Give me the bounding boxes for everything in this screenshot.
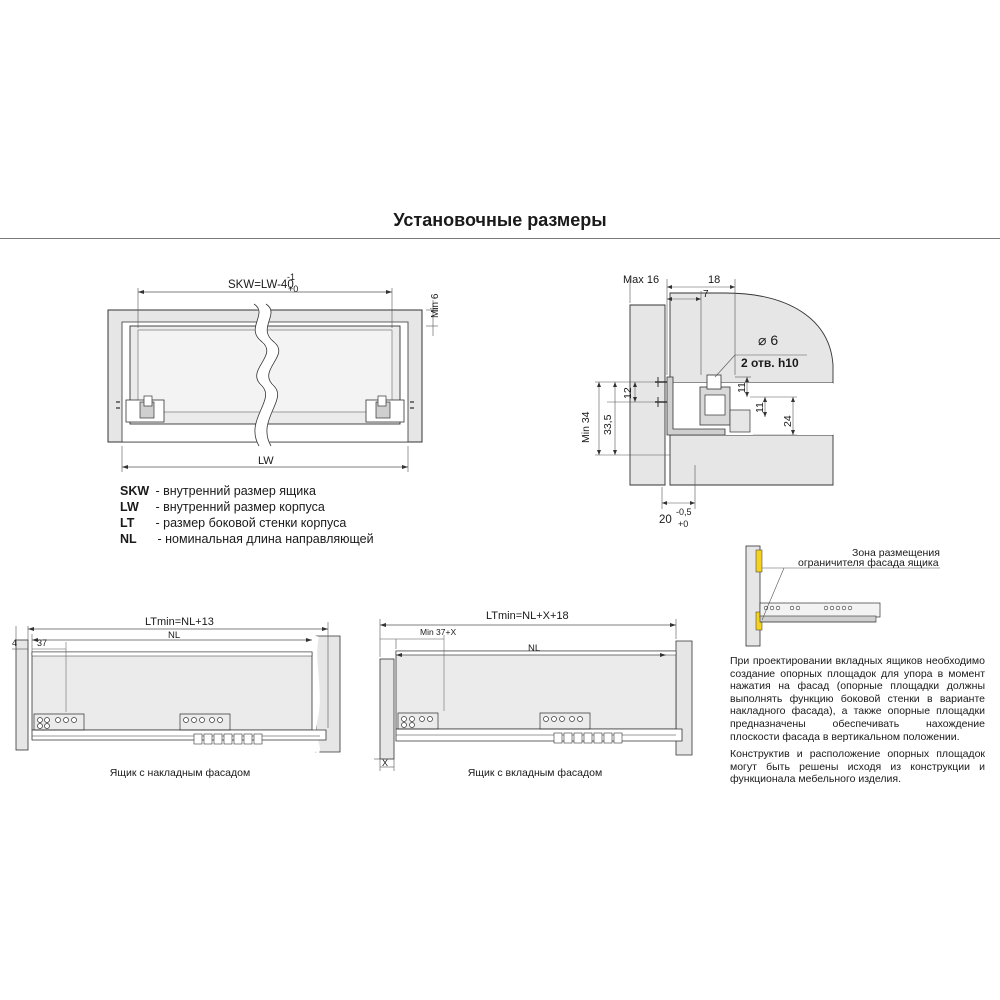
limiter-zone-diagram: Зона размещения ограничителя фасада ящик… xyxy=(745,545,940,647)
dim-11-upper: 11 xyxy=(736,382,748,393)
runner-left xyxy=(125,395,165,423)
dim-4: 4 xyxy=(12,638,17,648)
dim-min37x: Min 37+X xyxy=(420,627,456,637)
dim-ltmin: LTmin=NL+13 xyxy=(145,616,214,628)
dim-x: X xyxy=(382,758,388,768)
limiter-label-2: ограничителя фасада ящика xyxy=(798,557,939,569)
dim-33-5: 33,5 xyxy=(602,414,614,435)
dim-7: 7 xyxy=(703,289,709,300)
dim-min34: Min 34 xyxy=(580,411,592,443)
cabinet-side-wall xyxy=(629,304,666,486)
legend-item-nl: NL - номинальная длина направляющей xyxy=(120,532,374,546)
dim-max16: Max 16 xyxy=(623,274,659,286)
dim-20-tol-lower: +0 xyxy=(678,519,688,529)
cabinet-section-diagram: SKW=LW-40 -1 +0 Min 6 LW xyxy=(107,272,441,472)
dim-12: 12 xyxy=(622,387,634,399)
page-title: Установочные размеры xyxy=(393,210,607,230)
runner xyxy=(31,729,327,741)
limiter-zone-highlight xyxy=(755,549,763,573)
caption-inset-facade: Ящик с вкладным фасадом xyxy=(467,767,603,779)
note-paragraph-2: Конструктив и расположение опорных площа… xyxy=(730,748,985,786)
overlay-facade-diagram: LTmin=NL+13 NL 4 37 xyxy=(12,616,341,754)
dim-20: 20 xyxy=(659,514,672,526)
legend-item-lt: LT - размер боковой стенки корпуса xyxy=(120,516,347,530)
dim-lw: LW xyxy=(258,455,274,467)
dim-nl: NL xyxy=(528,643,540,654)
drawer-bottom-panel xyxy=(669,434,834,486)
limiter-label-1: Зона размещения xyxy=(852,547,940,559)
dim-37: 37 xyxy=(37,638,47,648)
dim-skw-tol-upper: -1 xyxy=(287,272,295,282)
break-line xyxy=(254,299,279,449)
legend-item-skw: SKW - внутренний размер ящика xyxy=(120,484,316,498)
legend-item-lw: LW - внутренний размер корпуса xyxy=(120,500,325,514)
facade-panel-left xyxy=(15,639,29,751)
dim-min6: Min 6 xyxy=(430,293,441,318)
drawer-side-panel xyxy=(669,292,834,384)
dim-18: 18 xyxy=(708,274,720,286)
facade-panel-inset xyxy=(379,658,395,760)
dim-20-tol-upper: -0,5 xyxy=(676,507,692,517)
runner-profile xyxy=(655,374,751,436)
dim-11-lower: 11 xyxy=(754,402,766,413)
dim-skw-tol-lower: +0 xyxy=(288,284,298,294)
hole-diameter: ⌀ 6 xyxy=(758,332,778,348)
title-rule xyxy=(0,238,1000,239)
note-paragraph-1: При проектировании вкладных ящиков необх… xyxy=(730,655,985,743)
hole-count: 2 отв. h10 xyxy=(741,356,799,370)
caption-overlay-facade: Ящик с накладным фасадом xyxy=(109,767,251,779)
inset-facade-diagram: LTmin=NL+X+18 Min 37+X NL X xyxy=(374,610,693,771)
abbreviation-legend: SKW - внутренний размер ящика LW - внутр… xyxy=(120,483,374,547)
runner-right xyxy=(365,395,405,423)
dim-nl: NL xyxy=(168,630,180,641)
dim-skw: SKW=LW-40 xyxy=(228,279,294,291)
dim-ltmin: LTmin=NL+X+18 xyxy=(486,610,569,622)
runner-detail-diagram: Max 16 18 7 ⌀ 6 2 отв. h10 12 33,5 Min 3… xyxy=(580,274,834,529)
dim-24: 24 xyxy=(782,415,794,427)
